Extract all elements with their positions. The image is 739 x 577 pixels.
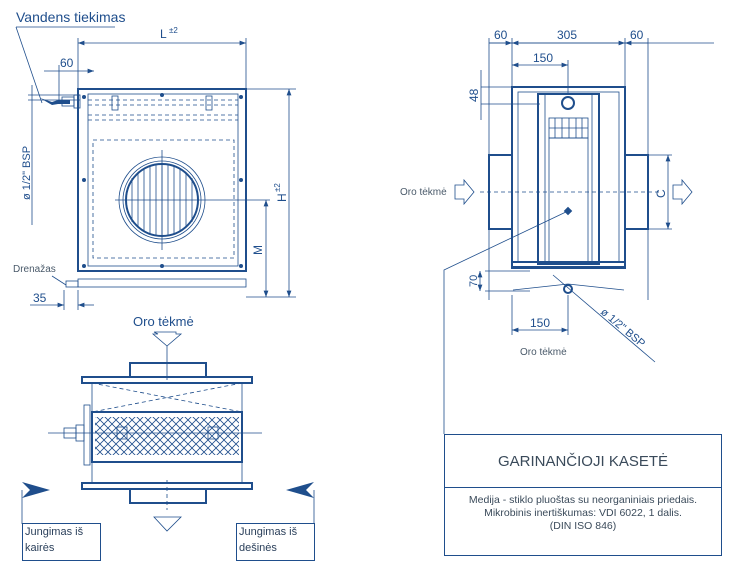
dim-70: 70 (468, 275, 480, 287)
connection-left-box (22, 523, 101, 561)
water-supply-label: Vandens tiekimas (16, 9, 125, 25)
dim-150-top: 150 (533, 51, 553, 65)
dim-H-tolerance: ±2 (273, 183, 282, 192)
dim-L-tolerance: ±2 (169, 26, 178, 35)
dim-L: L (160, 27, 167, 41)
title-block-description: Medija - stiklo pluoštas su neorganiniai… (445, 488, 721, 533)
drain-label: Drenažas (13, 264, 56, 275)
dim-150-bottom: 150 (530, 316, 550, 330)
airflow-in-side-arrow-icon (454, 178, 475, 206)
connection-right-box (236, 523, 315, 561)
connection-left-arrow-icon (22, 482, 50, 498)
connection-right-label: Jungimas iš dešinės (239, 526, 298, 554)
description-line-2: Mikrobinis inertiškumas: VDI 6022, 1 dal… (484, 507, 682, 519)
dim-M: M (251, 245, 265, 255)
dim-H: H (275, 193, 289, 202)
title-block-heading: GARINANČIOJI KASETĖ (445, 435, 721, 488)
airflow-bottom-label: Oro tėkmė (520, 347, 567, 358)
airflow-out-arrow-icon (153, 516, 182, 532)
description-line-1: Medija - stiklo pluoštas su neorganiniai… (468, 494, 698, 506)
dim-35: 35 (33, 291, 47, 305)
airflow-side-label: Oro tėkmė (400, 187, 447, 198)
pipe-size-label-front: ø 1/2" BSP (21, 146, 33, 200)
connection-right-arrow-icon (286, 482, 314, 498)
dim-48: 48 (467, 88, 481, 102)
connection-left-label: Jungimas iš kairės (25, 526, 84, 554)
dim-C: C (654, 189, 668, 198)
front-view: Vandens tiekimas L ±2 60 ø 1/2" BSP (13, 9, 296, 310)
dim-60-front: 60 (60, 56, 74, 70)
airflow-out-side-arrow-icon (672, 178, 693, 206)
dim-right-60: 60 (630, 28, 644, 42)
side-view: 60 305 60 150 48 C Or (400, 28, 714, 434)
title-block: GARINANČIOJI KASETĖ Medija - stiklo pluo… (444, 434, 722, 556)
top-view: Oro tėkmė (21, 314, 315, 532)
dim-305: 305 (557, 28, 577, 42)
airflow-top-label: Oro tėkmė (133, 314, 194, 329)
pipe-size-label-side: ø 1/2" BSP (598, 306, 647, 350)
dim-left-60: 60 (494, 28, 508, 42)
airflow-in-arrow-icon (151, 331, 183, 347)
description-line-3: (DIN ISO 846) (549, 520, 617, 532)
